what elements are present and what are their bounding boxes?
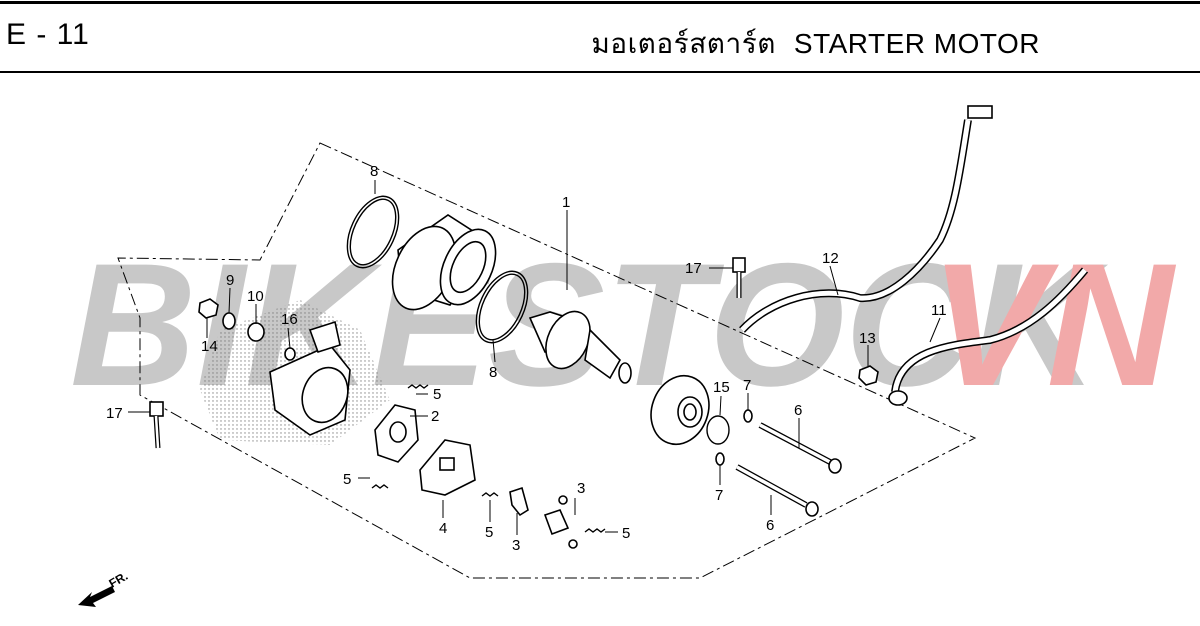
assembly-boundary xyxy=(117,142,977,579)
armature xyxy=(528,310,632,384)
leader-lines xyxy=(128,180,941,535)
cable-11-eyelet xyxy=(888,390,908,406)
nut-13 xyxy=(858,365,879,386)
front-cover xyxy=(650,374,710,446)
callout-11: 11 xyxy=(931,302,947,319)
washer-16 xyxy=(284,347,296,361)
callout-14: 14 xyxy=(201,338,218,355)
o-ring-15 xyxy=(706,415,730,445)
front-indicator: FR. xyxy=(78,569,130,607)
bolt-6-upper xyxy=(758,422,842,474)
callout-5-d: 5 xyxy=(622,525,630,542)
callout-3-upper: 3 xyxy=(577,480,585,497)
callout-9: 9 xyxy=(226,272,234,289)
header-rule-bottom xyxy=(0,71,1200,73)
callout-6-upper: 6 xyxy=(794,402,802,419)
o-ring-8-right xyxy=(475,270,529,344)
section-title-english: STARTER MOTOR xyxy=(793,28,1040,59)
callout-6-lower: 6 xyxy=(766,517,774,534)
starter-motor-diagram: BIKESTOCK VN xyxy=(70,105,1177,607)
page-header: E - 11 มอเตอร์สตาร์ต STARTER MOTOR xyxy=(0,0,1200,74)
cable-12-terminal xyxy=(967,105,993,119)
callout-16: 16 xyxy=(281,311,298,328)
washer-9 xyxy=(222,312,236,330)
callout-3-lower: 3 xyxy=(512,537,520,554)
bolt-6-lower xyxy=(735,464,819,517)
callout-17-lower: 17 xyxy=(106,405,123,422)
front-arrow-icon xyxy=(78,586,115,607)
washer-10 xyxy=(247,322,265,342)
terminal-3-upper xyxy=(509,486,568,517)
bolt-17-upper xyxy=(732,257,746,298)
terminal-3-lower xyxy=(543,509,578,549)
callout-4: 4 xyxy=(439,520,447,537)
callout-8-upper: 8 xyxy=(370,163,378,180)
header-rule-top xyxy=(0,1,1200,4)
rear-cover xyxy=(269,320,351,436)
callout-5-c: 5 xyxy=(485,524,493,541)
section-title: มอเตอร์สตาร์ต STARTER MOTOR xyxy=(591,22,1040,66)
callout-17-upper: 17 xyxy=(685,260,702,277)
callout-12: 12 xyxy=(822,250,839,267)
springs xyxy=(371,384,606,533)
callout-13: 13 xyxy=(859,330,876,347)
callout-2: 2 xyxy=(431,408,439,425)
callout-7-upper: 7 xyxy=(743,377,751,394)
washer-7-lower xyxy=(715,452,725,466)
motor-yoke xyxy=(391,214,497,311)
callout-8-lower: 8 xyxy=(489,364,497,381)
section-code: E - 11 xyxy=(6,18,90,51)
callout-5-a: 5 xyxy=(433,386,441,403)
callout-1: 1 xyxy=(562,194,570,211)
section-title-thai: มอเตอร์สตาร์ต xyxy=(591,28,776,59)
callouts: 1 2 3 3 4 5 5 5 5 6 6 7 7 8 8 9 10 11 12… xyxy=(106,163,947,554)
brush-holder xyxy=(374,404,419,463)
washer-7-upper xyxy=(743,409,753,423)
nut-14 xyxy=(198,298,219,319)
o-ring-8-left xyxy=(346,195,400,269)
brush-set xyxy=(419,439,476,496)
callout-15: 15 xyxy=(713,379,730,396)
bolt-17-lower xyxy=(149,401,164,449)
watermark-text-red: VN xyxy=(930,228,1177,423)
callout-7-lower: 7 xyxy=(715,487,723,504)
callout-5-b: 5 xyxy=(343,471,351,488)
callout-10: 10 xyxy=(247,288,264,305)
